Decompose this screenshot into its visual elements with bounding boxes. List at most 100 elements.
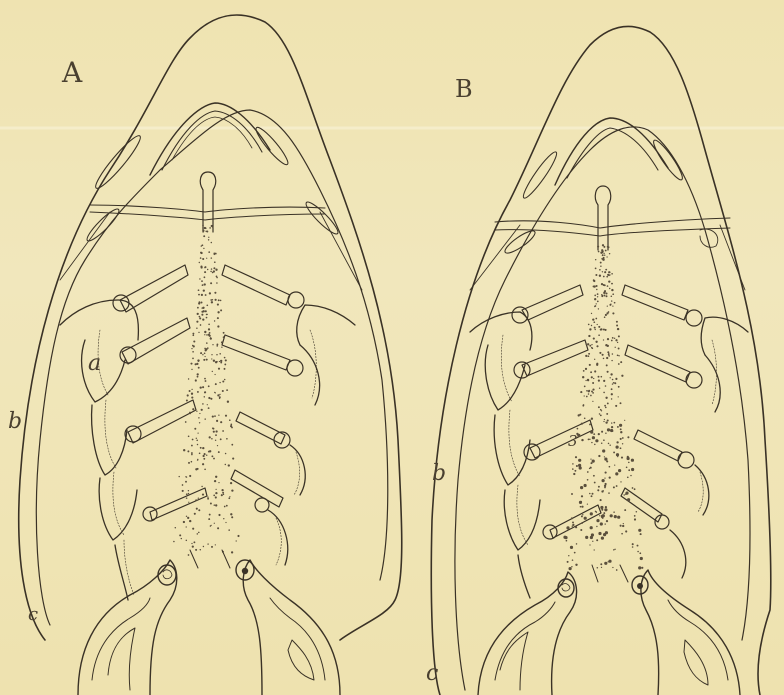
stipple-dot (200, 549, 201, 550)
stipple-dot (219, 382, 220, 383)
stipple-dot (615, 378, 617, 380)
stipple-dot (593, 338, 595, 340)
stipple-dot (600, 522, 603, 525)
stipple-dot (187, 394, 189, 396)
stipple-dot (637, 551, 639, 553)
stipple-dot (566, 530, 567, 531)
stipple-dot (594, 482, 596, 484)
stipple-dot (218, 514, 220, 516)
stipple-dot (182, 484, 184, 486)
stipple-dot (601, 567, 602, 568)
stipple-dot (606, 312, 608, 314)
annotation-b: b (8, 409, 22, 434)
stipple-dot (588, 439, 590, 441)
stipple-dot (631, 468, 634, 471)
stipple-dot (613, 451, 615, 453)
left-rods (522, 285, 601, 538)
stipple-dot (604, 405, 606, 407)
head-outline (19, 15, 402, 640)
stipple-dot (211, 257, 212, 258)
stipple-dot (213, 495, 215, 497)
stipple-dot (203, 235, 205, 237)
stipple-dot (200, 257, 202, 259)
stipple-dot (201, 294, 203, 296)
stipple-dot (592, 382, 594, 384)
stipple-dot (590, 458, 591, 459)
stipple-dot (197, 376, 199, 378)
stipple-dot (202, 403, 204, 405)
stipple-dot (209, 436, 211, 438)
stipple-dot (632, 487, 634, 489)
stipple-dot (210, 398, 212, 400)
stipple-dot (598, 308, 599, 309)
stipple-dot (217, 394, 219, 396)
stipple-dot (193, 340, 195, 342)
stipple-dot (630, 475, 631, 476)
stipple-dot (191, 445, 193, 447)
stipple-dot (620, 438, 622, 440)
stipple-dot (225, 415, 227, 417)
stipple-dot (596, 519, 599, 522)
stipple-dot (182, 490, 184, 492)
stipple-dot (175, 527, 176, 528)
stipple-dot (204, 331, 206, 333)
stipple-dot (591, 325, 592, 326)
stipple-dot (215, 269, 217, 271)
stipple-dot (613, 382, 615, 384)
stipple-dot (623, 494, 624, 495)
stipple-dot (572, 463, 574, 465)
stipple-dot (214, 374, 215, 375)
stipple-dot (584, 418, 586, 420)
stipple-dot (194, 428, 196, 430)
stipple-dot (202, 354, 203, 355)
stipple-dot (590, 462, 592, 464)
stipple-dot (605, 329, 607, 331)
stipple-dot (200, 447, 202, 449)
stipple-dot (197, 432, 198, 433)
stipple-dot (620, 481, 621, 482)
stipple-dot (577, 428, 579, 430)
stipple-dot (611, 398, 612, 399)
left-arches (470, 312, 540, 598)
stipple-dot (604, 456, 605, 457)
stipple-dot (192, 546, 194, 548)
stipple-dot (219, 394, 220, 395)
stipple-dot (608, 355, 610, 357)
stipple-dot (616, 453, 619, 456)
stipple-dot (615, 472, 618, 475)
stipple-dot (217, 527, 219, 529)
stipple-dot (598, 406, 600, 408)
stipple-dot (196, 327, 197, 328)
stipple-dot (230, 513, 232, 515)
stipple-dot (220, 438, 222, 440)
stipple-dot (192, 408, 194, 410)
stipple-dot (588, 355, 590, 357)
stipple-dot (599, 269, 601, 271)
lower-lobes (478, 565, 740, 695)
stipple-dot (199, 262, 200, 263)
stipple-dot (589, 493, 591, 495)
stipple-dot (586, 390, 588, 392)
mouth-arc-outer (150, 103, 270, 175)
crossbar (90, 205, 325, 212)
stipple-dot (607, 338, 609, 340)
stipple-dot (568, 555, 569, 556)
stipple-dot (205, 380, 207, 382)
stipple-dot (602, 271, 603, 272)
stipple-dot (186, 526, 187, 527)
stipple-dot (225, 359, 227, 361)
stipple-dot (592, 541, 593, 542)
stipple-dot (593, 280, 595, 282)
stipple-dot (603, 380, 605, 382)
stipple-dot (625, 492, 628, 495)
stipple-dot (205, 294, 207, 296)
stipple-dot (617, 354, 619, 356)
stipple-dot (602, 259, 604, 261)
stipple-dot (218, 482, 219, 483)
stipple-dot (607, 246, 609, 248)
stipple-dot (597, 301, 599, 303)
stipple-dot (201, 307, 202, 308)
stipple-dot (231, 444, 233, 446)
stipple-dot (197, 391, 199, 393)
stipple-dot (202, 494, 204, 496)
